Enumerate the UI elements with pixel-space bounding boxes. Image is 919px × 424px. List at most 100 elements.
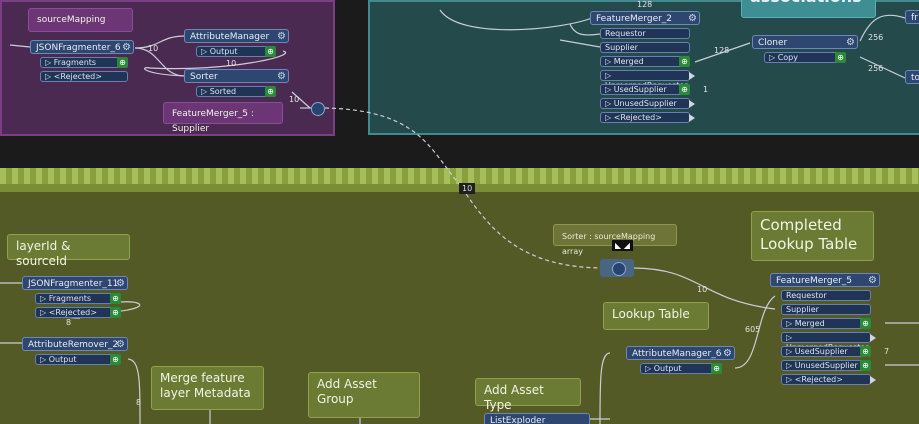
output-arrow-icon (689, 100, 695, 108)
feature-count: 8 (136, 398, 142, 407)
transformer-title: Sorter (190, 72, 218, 82)
feature-count: 8 (66, 318, 72, 327)
port-merged[interactable]: ▷ Merged⊕ (600, 56, 690, 67)
gear-icon[interactable]: ⚙ (277, 31, 286, 42)
inspect-icon[interactable]: ⊕ (110, 354, 121, 365)
port-rejected[interactable]: ▷ <Rejected> (781, 374, 876, 385)
annotation-add-asset-group[interactable]: Add Asset Group (308, 372, 420, 418)
port-copy[interactable]: ▷ Copy⊕ (764, 52, 846, 63)
feature-count: 10 (226, 59, 237, 68)
annotation-layer-source[interactable]: layerId & sourceId (7, 234, 130, 268)
transformer-partial-to[interactable]: to (905, 70, 919, 84)
gear-icon[interactable]: ⚙ (116, 339, 125, 350)
transformer-featuremerger-2[interactable]: FeatureMerger_2 ⚙ (590, 11, 700, 25)
port-label: <Rejected> (613, 113, 662, 122)
gear-icon[interactable]: ⚙ (122, 42, 131, 53)
port-output[interactable]: ▷ Output⊕ (640, 363, 722, 374)
port-merged[interactable]: ▷ Merged⊕ (781, 318, 871, 329)
inspect-icon[interactable]: ⊕ (860, 360, 871, 371)
gear-icon[interactable]: ⚙ (723, 348, 732, 359)
gear-icon[interactable]: ⚙ (846, 37, 855, 48)
port-output[interactable]: ▷ Output⊕ (196, 46, 276, 57)
port-label: Merged (613, 57, 644, 66)
port-fragments[interactable]: ▷ Fragments⊕ (40, 57, 128, 68)
annotation-associations[interactable]: associations (741, 0, 876, 18)
port-rejected[interactable]: ▷ <Rejected> (600, 112, 695, 123)
port-label: Fragments (53, 58, 97, 67)
port-usedsupplier[interactable]: ▷ UsedSupplier⊕ (781, 346, 871, 357)
inspect-icon[interactable]: ⊕ (117, 57, 128, 68)
feature-count: 128 (714, 46, 730, 55)
port-supplier[interactable]: Supplier (600, 42, 690, 53)
port-rejected[interactable]: ▷ <Rejected> (40, 71, 128, 82)
transformer-sorter[interactable]: Sorter ⚙ (184, 69, 289, 83)
annotation-source-mapping[interactable]: sourceMapping (28, 8, 133, 32)
feature-count: 10 (148, 44, 159, 53)
connection-junction[interactable] (311, 102, 325, 116)
transformer-jsonfragmenter-11[interactable]: JSONFragmenter_11⚙ (22, 276, 128, 290)
port-sorted[interactable]: ▷ Sorted⊕ (196, 86, 276, 97)
transformer-partial-fr[interactable]: fr (905, 10, 919, 24)
port-label: UnusedSupplier (613, 99, 677, 108)
transformer-title: fr (911, 13, 918, 23)
connector-label-fm5-supplier[interactable]: FeatureMerger_5 : Supplier (163, 102, 283, 134)
port-label: Supplier (605, 43, 638, 52)
inspect-icon[interactable]: ⊕ (265, 86, 276, 97)
transformer-title: to (911, 73, 919, 83)
port-label: Output (653, 364, 682, 373)
port-usedsupplier[interactable]: ▷ UsedSupplier⊕ (600, 84, 690, 95)
inspect-icon[interactable]: ⊕ (110, 307, 121, 318)
gear-icon[interactable]: ⚙ (116, 278, 125, 289)
annotation-lookup-table[interactable]: Lookup Table (603, 302, 709, 330)
port-unmergedrequestor[interactable]: ▷ UnmergedRequestor (600, 70, 695, 90)
transformer-title: JSONFragmenter_6 (36, 43, 121, 53)
feature-count: 10 (697, 285, 708, 294)
output-arrow-icon (689, 114, 695, 122)
annotation-add-asset-type[interactable]: Add Asset Type (475, 378, 581, 412)
port-label: Fragments (48, 294, 92, 303)
port-unmergedrequestor[interactable]: ▷ UnmergedRequestor (781, 332, 876, 352)
port-fragments[interactable]: ▷ Fragments⊕ (35, 293, 121, 304)
connection-junction[interactable] (612, 262, 626, 276)
inspect-icon[interactable]: ⊕ (835, 52, 846, 63)
port-label: <Rejected> (794, 375, 843, 384)
transformer-jsonfragmenter-6[interactable]: JSONFragmenter_6⚙ (30, 40, 134, 54)
inspect-icon[interactable]: ⊕ (679, 56, 690, 67)
transformer-title: FeatureMerger_2 (596, 14, 673, 24)
gear-icon[interactable]: ⚙ (277, 71, 286, 82)
inspect-icon[interactable]: ⊕ (711, 363, 722, 374)
transformer-attributemanager[interactable]: AttributeManager⚙ (184, 29, 289, 43)
transformer-attributeremover-2[interactable]: AttributeRemover_2⚙ (22, 337, 128, 351)
inspect-icon[interactable]: ⊕ (860, 346, 871, 357)
port-unusedsupplier[interactable]: ▷ UnusedSupplier⊕ (781, 360, 871, 371)
port-label: Requestor (786, 291, 827, 300)
inspect-icon[interactable]: ⊕ (679, 84, 690, 95)
inspect-icon[interactable]: ⊕ (860, 318, 871, 329)
port-output[interactable]: ▷ Output⊕ (35, 354, 121, 365)
tooltip-icons: ◣ ◢ (612, 240, 633, 251)
transformer-attributemanager-6[interactable]: AttributeManager_6⚙ (626, 346, 735, 360)
transformer-listexploder[interactable]: ListExploder (484, 413, 590, 424)
port-rejected[interactable]: ▷ <Rejected>⊕ (35, 307, 121, 318)
gear-icon[interactable]: ⚙ (688, 13, 697, 24)
inspect-icon[interactable]: ⊕ (265, 46, 276, 57)
port-supplier[interactable]: Supplier (781, 304, 871, 315)
port-label: UnusedSupplier (794, 361, 858, 370)
feature-count: 7 (884, 347, 890, 356)
gear-icon[interactable]: ⚙ (868, 275, 877, 286)
port-unusedsupplier[interactable]: ▷ UnusedSupplier (600, 98, 695, 109)
port-label: Sorted (209, 87, 237, 96)
port-label: UsedSupplier (794, 347, 848, 356)
transformer-featuremerger-5[interactable]: FeatureMerger_5 ⚙ (770, 273, 880, 287)
output-arrow-icon (870, 376, 876, 384)
port-label: <Rejected> (48, 308, 97, 317)
inspect-icon[interactable]: ⊕ (110, 293, 121, 304)
annotation-completed-lookup[interactable]: Completed Lookup Table (751, 211, 874, 261)
transformer-title: FeatureMerger_5 (776, 276, 853, 286)
transformer-cloner[interactable]: Cloner⚙ (752, 35, 858, 49)
port-requestor[interactable]: Requestor (781, 290, 871, 301)
annotation-merge-feature[interactable]: Merge feature layer Metadata (151, 366, 264, 410)
port-requestor[interactable]: Requestor (600, 28, 690, 39)
